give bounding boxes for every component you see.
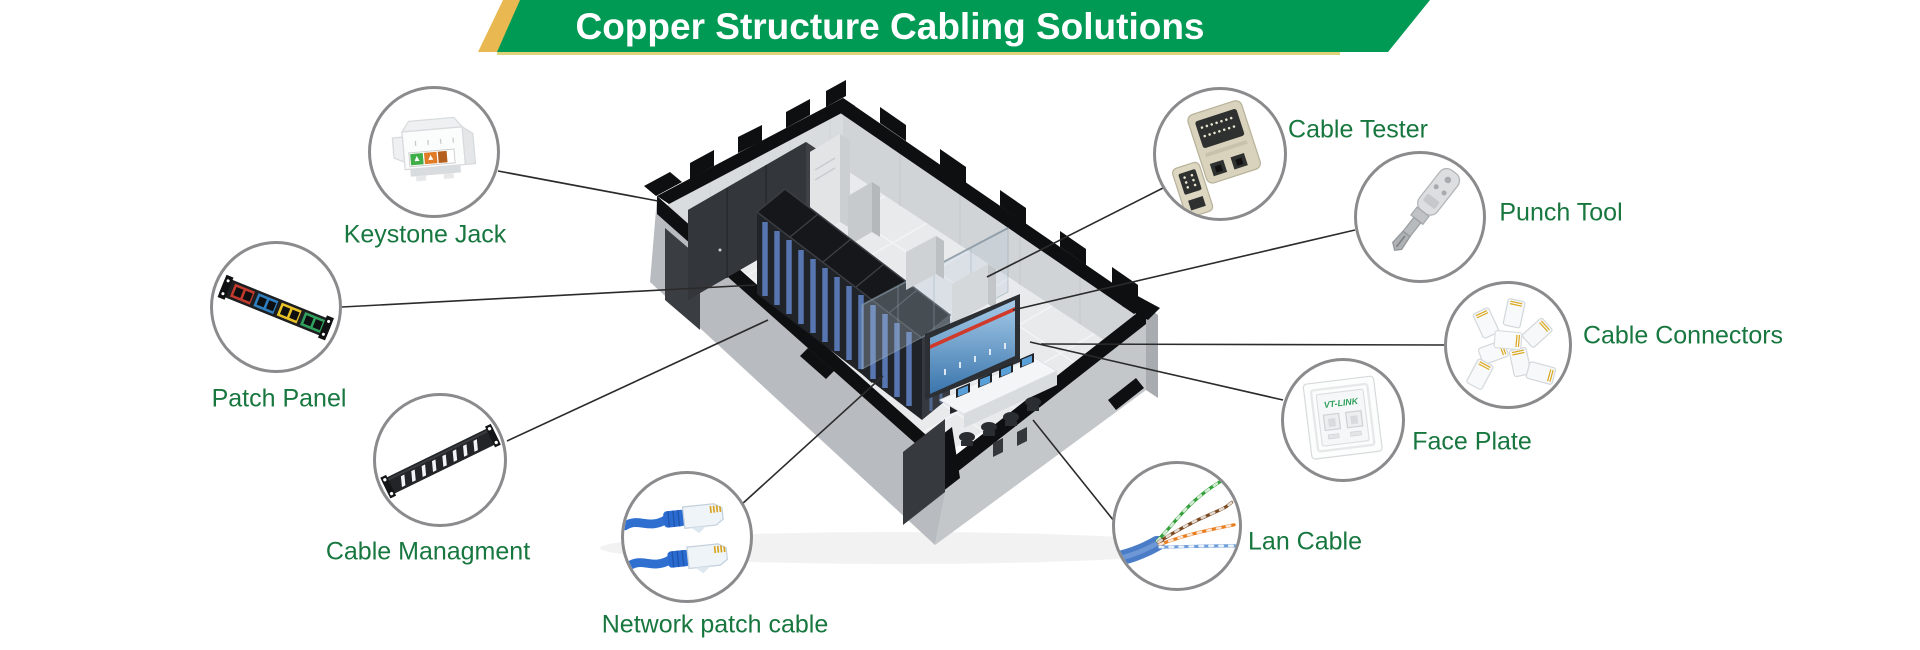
leader-line-cable-tester — [986, 187, 1164, 278]
cap-southeast — [952, 306, 1146, 476]
cable-management-thumbnail — [373, 393, 507, 527]
label-patch-panel: Patch Panel — [211, 384, 347, 413]
wall-southeast-outer — [935, 308, 1146, 545]
keystone-jack-image — [391, 116, 477, 182]
punch-tool-image — [1392, 167, 1461, 251]
ac-unit — [848, 182, 880, 246]
face-plate-thumbnail: VT-LINK — [1281, 358, 1405, 482]
patch-panel-image — [217, 274, 334, 341]
leader-line-face-plate — [1029, 341, 1284, 401]
label-cable-tester: Cable Tester — [1288, 115, 1428, 144]
desk-monitors — [956, 353, 1034, 398]
leader-line-network-patch-cable — [740, 375, 884, 506]
leader-line-cable-connectors — [1040, 343, 1445, 346]
label-cable-management: Cable Managment — [325, 537, 531, 566]
building — [644, 80, 1160, 545]
storage-boxes — [906, 236, 996, 324]
keystone-jack-thumbnail — [368, 86, 500, 218]
network-patch-cable-image — [624, 503, 729, 574]
label-network-patch-cable: Network patch cable — [601, 610, 829, 639]
cable-connectors-thumbnail — [1444, 281, 1572, 409]
leader-line-patch-panel — [341, 284, 756, 308]
label-punch-tool: Punch Tool — [1499, 198, 1623, 227]
leader-line-cable-management — [506, 319, 769, 442]
banner-underline — [497, 52, 1340, 55]
wall-southwest-outer — [650, 198, 952, 545]
lan-cable-image — [1115, 476, 1237, 566]
banner-background — [497, 0, 1430, 52]
cap-northwest — [657, 98, 855, 204]
face-plate-image: VT-LINK — [1302, 375, 1383, 460]
cable-management-image — [380, 423, 501, 499]
containment-roof — [755, 188, 952, 339]
leader-line-punch-tool — [1012, 229, 1356, 311]
label-cable-connectors: Cable Connectors — [1582, 321, 1784, 350]
control-desk — [938, 353, 1059, 457]
cap-northeast — [833, 98, 1146, 314]
door-south — [903, 419, 945, 525]
patch-panel-thumbnail — [210, 241, 342, 373]
label-keystone-jack: Keystone Jack — [343, 220, 507, 249]
label-face-plate: Face Plate — [1412, 427, 1532, 456]
faceplate-brand-text: VT-LINK — [1323, 396, 1359, 410]
leader-line-keystone-jack — [497, 170, 659, 202]
leader-lines — [341, 170, 1445, 522]
lan-cable-thumbnail — [1112, 461, 1242, 591]
label-lan-cable: Lan Cable — [1248, 527, 1362, 556]
cable-connectors-image — [1466, 298, 1557, 390]
chairs — [959, 397, 1041, 446]
leader-line-lan-cable — [1032, 419, 1115, 522]
network-patch-cable-thumbnail — [621, 471, 753, 603]
cable-tester-thumbnail — [1153, 87, 1287, 221]
cable-tester-image — [1171, 100, 1261, 218]
page-title: Copper Structure Cabling Solutions — [575, 6, 1205, 47]
wall-east-end — [1146, 306, 1158, 398]
punch-tool-thumbnail — [1354, 151, 1486, 283]
